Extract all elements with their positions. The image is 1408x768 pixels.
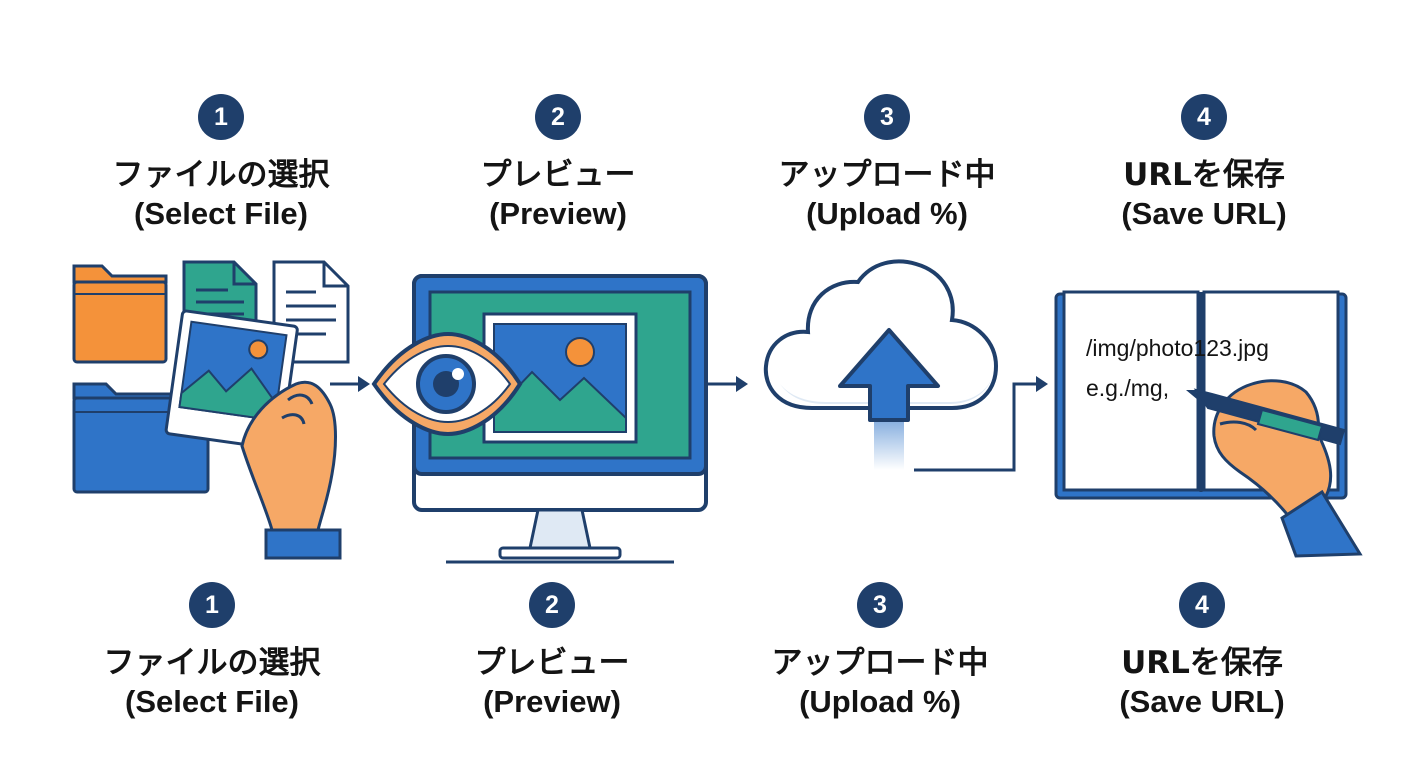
step-title-jp: URLを保存	[1123, 157, 1285, 193]
pen-icon	[1186, 388, 1346, 446]
step-title-en: (Upload %)	[806, 196, 968, 231]
step-2-footer: 2 プレビュー (Preview)	[392, 582, 712, 722]
notebook-url-text: /img/photo123.jpg	[1086, 335, 1269, 361]
step-number-badge: 2	[535, 94, 581, 140]
eye-icon	[371, 331, 523, 437]
photo-icon	[164, 309, 299, 451]
step-number-badge: 1	[189, 582, 235, 628]
step-number-badge: 3	[864, 94, 910, 140]
hand-icon	[240, 380, 342, 560]
step-1-footer: 1 ファイルの選択 (Select File)	[52, 582, 372, 722]
step-title-en: (Upload %)	[799, 684, 961, 719]
notebook-example-text: e.g./mg,	[1086, 375, 1169, 401]
step-3-header: 3 アップロード中 (Upload %)	[727, 94, 1047, 234]
arrow-right-icon	[708, 376, 748, 392]
step-4-footer: 4 URLを保存 (Save URL)	[1042, 582, 1362, 722]
step-number-badge: 1	[198, 94, 244, 140]
cloud-upload-icon	[763, 259, 999, 470]
step-title-jp: プレビュー	[474, 645, 630, 681]
step-number-badge: 4	[1181, 94, 1227, 140]
step-number-badge: 4	[1179, 582, 1225, 628]
step-title-jp: ファイルの選択	[103, 645, 321, 681]
step-title-en: (Save URL)	[1119, 684, 1285, 719]
step-number-badge: 3	[857, 582, 903, 628]
step-title-jp: URLを保存	[1121, 645, 1283, 681]
step-title-jp: ファイルの選択	[112, 157, 330, 193]
step-title-en: (Preview)	[489, 196, 627, 231]
step-4-header: 4 URLを保存 (Save URL)	[1044, 94, 1364, 234]
step-2-header: 2 プレビュー (Preview)	[398, 94, 718, 234]
arrow-right-icon	[330, 376, 370, 392]
step-title-en: (Select File)	[134, 196, 308, 231]
arrow-right-icon	[914, 376, 1048, 472]
step-title-en: (Select File)	[125, 684, 299, 719]
step-title-jp: プレビュー	[480, 157, 636, 193]
step-title-en: (Preview)	[483, 684, 621, 719]
step-title-jp: アップロード中	[778, 157, 996, 193]
step-title-jp: アップロード中	[771, 645, 989, 681]
folder-icon	[72, 264, 168, 364]
step-title-en: (Save URL)	[1121, 196, 1287, 231]
monitor-icon	[412, 274, 708, 564]
step-number-badge: 2	[529, 582, 575, 628]
step-3-footer: 3 アップロード中 (Upload %)	[720, 582, 1040, 722]
step-1-header: 1 ファイルの選択 (Select File)	[61, 94, 381, 234]
